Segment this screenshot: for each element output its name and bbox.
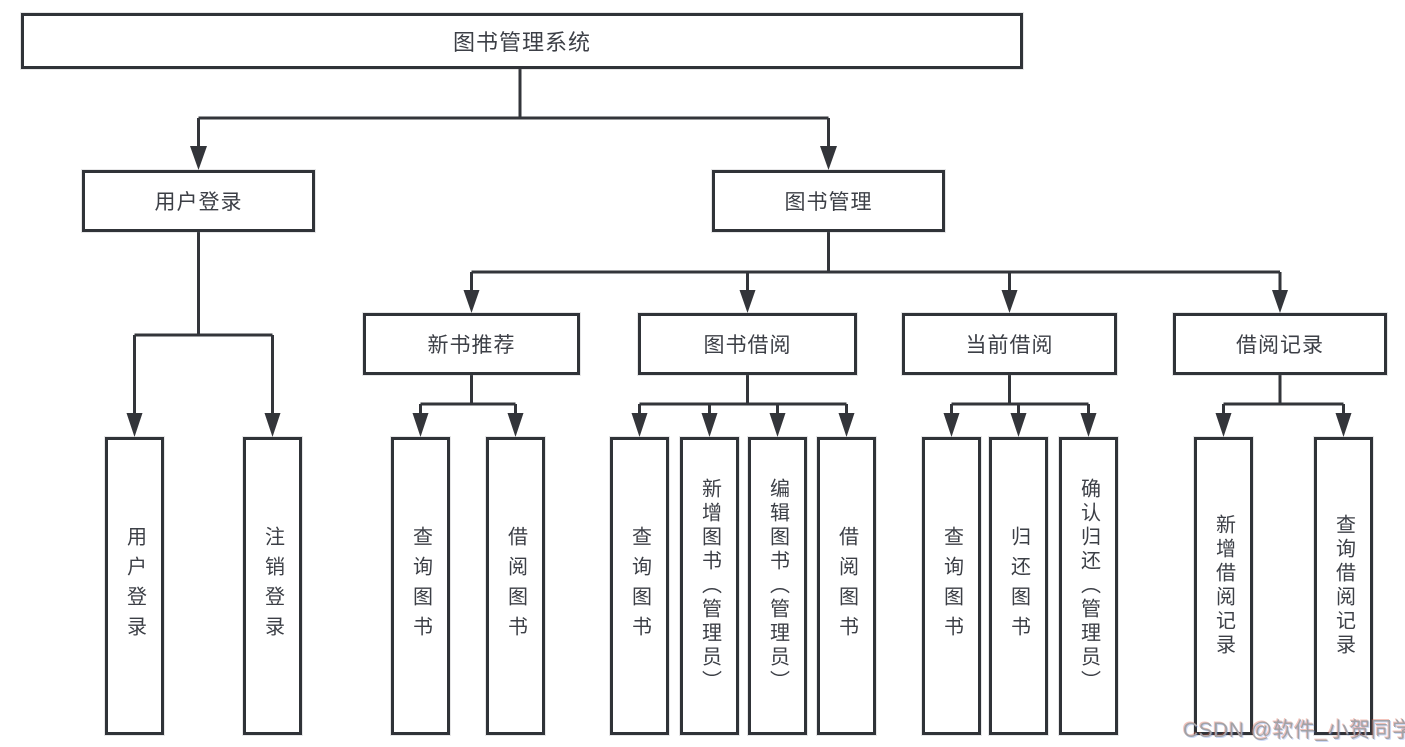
connector-newbook-to-leaves (419, 375, 517, 417)
leaf-borrow-books-2: 借阅图书 (817, 437, 876, 735)
csdn-watermark: CSDN @软件_小贺同学 (1183, 719, 1405, 742)
arrowheads-level2 (190, 146, 837, 170)
node-user-login-branch: 用户登录 (82, 170, 315, 232)
node-book-management-branch: 图书管理 (712, 170, 945, 232)
arrowheads-currentborrow-leaves (943, 413, 1097, 437)
arrowheads-level3 (463, 290, 1288, 313)
node-borrow-records: 借阅记录 (1173, 313, 1387, 375)
leaf-add-books-admin: 新增图书（管理员） (680, 437, 739, 735)
node-current-borrow: 当前借阅 (902, 313, 1117, 375)
arrowheads-bookborrow-leaves (631, 413, 855, 437)
connector-userlogin-to-leaves (133, 232, 274, 417)
node-new-book-recommend: 新书推荐 (363, 313, 580, 375)
connector-bookmgmt-to-level3 (470, 232, 1282, 295)
leaf-query-borrow-record: 查询借阅记录 (1314, 437, 1373, 735)
connector-root-to-level2 (197, 69, 830, 150)
arrowheads-userlogin-leaves (126, 413, 281, 437)
connector-records-to-leaves (1222, 375, 1345, 417)
leaf-return-books: 归还图书 (989, 437, 1048, 735)
leaf-logout: 注销登录 (243, 437, 302, 735)
node-root-system: 图书管理系统 (21, 13, 1023, 69)
connector-bookborrow-to-leaves (638, 375, 848, 417)
leaf-confirm-return-admin: 确认归还（管理员） (1059, 437, 1118, 735)
leaf-add-borrow-record: 新增借阅记录 (1194, 437, 1253, 735)
arrowheads-newbook-leaves (412, 413, 524, 437)
leaf-query-books-1: 查询图书 (391, 437, 450, 735)
node-book-borrow: 图书借阅 (638, 313, 857, 375)
leaf-borrow-books-1: 借阅图书 (486, 437, 545, 735)
leaf-query-books-3: 查询图书 (922, 437, 981, 735)
arrowheads-records-leaves (1215, 413, 1352, 437)
leaf-user-login: 用户登录 (105, 437, 164, 735)
connector-currentborrow-to-leaves (950, 375, 1090, 417)
leaf-edit-books-admin: 编辑图书（管理员） (748, 437, 807, 735)
leaf-query-books-2: 查询图书 (610, 437, 669, 735)
